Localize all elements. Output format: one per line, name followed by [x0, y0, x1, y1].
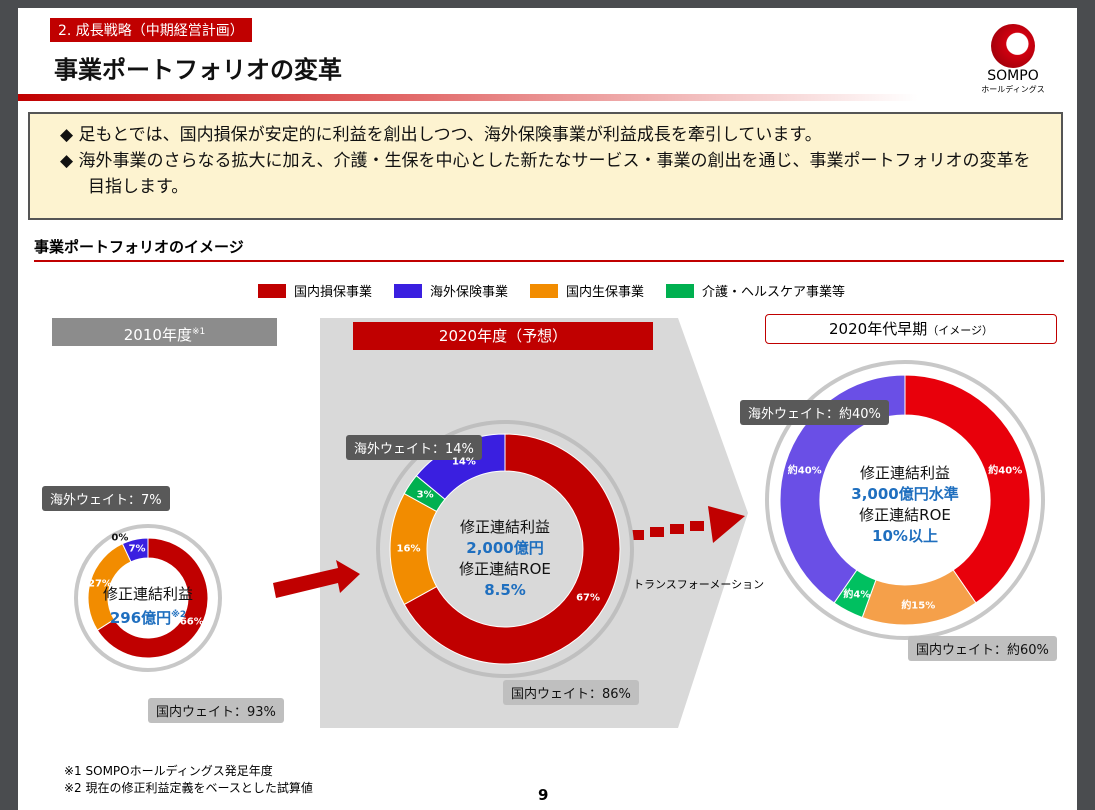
legend-swatch [666, 284, 695, 298]
domestic-weight-2020: 国内ウェイト：86% [503, 680, 639, 705]
donut-slice [904, 374, 1031, 604]
center-2010: 修正連結利益 296億円※2 [98, 584, 198, 629]
footnote: ※1 SOMPOホールディングス発足年度 [64, 764, 273, 778]
legend-item: 国内損保事業 [258, 281, 372, 300]
legend-swatch [530, 284, 559, 298]
slice-label: 67% [576, 592, 601, 604]
slice-label: 3% [416, 489, 434, 501]
legend-label: 国内損保事業 [294, 285, 373, 300]
summary-box: ◆ 足もとでは、国内損保が安定的に利益を創出しつつ、海外保険事業が利益成長を牽引… [28, 112, 1063, 220]
legend-swatch [394, 284, 423, 298]
chart-title-2020: 2020年度（予想） [353, 322, 653, 350]
donut-slice [96, 537, 209, 659]
slice-label: 27% [88, 578, 112, 590]
slice-label: 14% [451, 456, 476, 468]
legend: 国内損保事業 海外保険事業 国内生保事業 介護・ヘルスケア事業等 [258, 281, 845, 300]
donut-slice [779, 374, 906, 604]
logo-sub: ホールディングス [981, 85, 1045, 94]
footnotes: ※1 SOMPOホールディングス発足年度 ※2 現在の修正利益定義をベースとした… [64, 763, 313, 797]
slide: 2. 成長戦略（中期経営計画） 事業ポートフォリオの変革 SOMPO ホールディ… [18, 8, 1077, 810]
chart-title-2010: 2010年度※1 [52, 318, 277, 346]
center-value: 2,000億円 [466, 539, 544, 557]
slice-label: 約40% [988, 465, 1023, 477]
roe-value: 8.5% [484, 581, 526, 599]
overseas-weight-2010: 海外ウェイト：7% [42, 486, 170, 511]
chart-canvas [74, 318, 1045, 728]
section-subtitle: 事業ポートフォリオのイメージ [34, 238, 244, 256]
center-label: 修正連結利益 [459, 518, 550, 536]
overseas-weight-2020: 海外ウェイト：14% [346, 435, 482, 460]
summary-line: ◆ 海外事業のさらなる拡大に加え、介護・生保を中心とした新たなサービス・事業の創… [60, 151, 1031, 197]
roe-label: 修正連結ROE [859, 506, 951, 524]
slice-label: 0% [111, 532, 129, 544]
overseas-weight-2020s: 海外ウェイト：約40% [740, 400, 889, 425]
slice-label: 約40% [787, 465, 822, 477]
slice-label: 約4% [843, 589, 871, 601]
summary-line: ◆ 足もとでは、国内損保が安定的に利益を創出しつつ、海外保険事業が利益成長を牽引… [60, 125, 822, 145]
slice-label: 66% [179, 616, 204, 628]
footnote: ※2 現在の修正利益定義をベースとした試算値 [64, 781, 313, 795]
domestic-weight-2010: 国内ウェイト：93% [148, 698, 284, 723]
subtitle-underline [34, 260, 1064, 262]
logo-name: SOMPO [987, 68, 1039, 84]
center-value: 3,000億円水準 [851, 485, 959, 503]
center-value: 296億円 [109, 609, 172, 627]
center-label: 修正連結利益 [859, 464, 950, 482]
chart-title-2020s: 2020年代早期（イメージ） [765, 314, 1057, 344]
transform-label: トランスフォーメーション [633, 578, 765, 591]
sompo-logo: SOMPO ホールディングス [973, 24, 1053, 95]
legend-swatch [258, 284, 286, 298]
center-label: 修正連結利益 [102, 585, 193, 603]
legend-item: 介護・ヘルスケア事業等 [666, 281, 845, 300]
center-2020: 修正連結利益 2,000億円 修正連結ROE 8.5% [435, 517, 575, 601]
slice-label: 7% [128, 543, 146, 555]
slice-label: 約15% [901, 600, 936, 612]
title-underline [18, 94, 918, 101]
weight-ring [74, 524, 222, 672]
slice-label: 16% [396, 543, 421, 555]
roe-label: 修正連結ROE [459, 560, 551, 578]
weight-ring [376, 420, 634, 678]
legend-item: 海外保険事業 [394, 281, 508, 300]
legend-label: 介護・ヘルスケア事業等 [702, 285, 846, 300]
donut-slice [403, 433, 621, 665]
page-number: 9 [538, 786, 549, 804]
legend-label: 海外保険事業 [430, 285, 509, 300]
legend-label: 国内生保事業 [566, 285, 645, 300]
domestic-weight-2020s: 国内ウェイト：約60% [908, 636, 1057, 661]
section-label: 2. 成長戦略（中期経営計画） [50, 18, 252, 42]
arrow-2 [630, 506, 745, 543]
center-2020s: 修正連結利益 3,000億円水準 修正連結ROE 10%以上 [835, 463, 975, 547]
logo-mark-icon [991, 24, 1035, 68]
donut-slice [121, 537, 149, 563]
page-title: 事業ポートフォリオの変革 [54, 56, 342, 84]
roe-value: 10%以上 [872, 527, 938, 545]
weight-ring [765, 360, 1045, 640]
legend-item: 国内生保事業 [530, 281, 644, 300]
arrow-1 [273, 560, 360, 598]
